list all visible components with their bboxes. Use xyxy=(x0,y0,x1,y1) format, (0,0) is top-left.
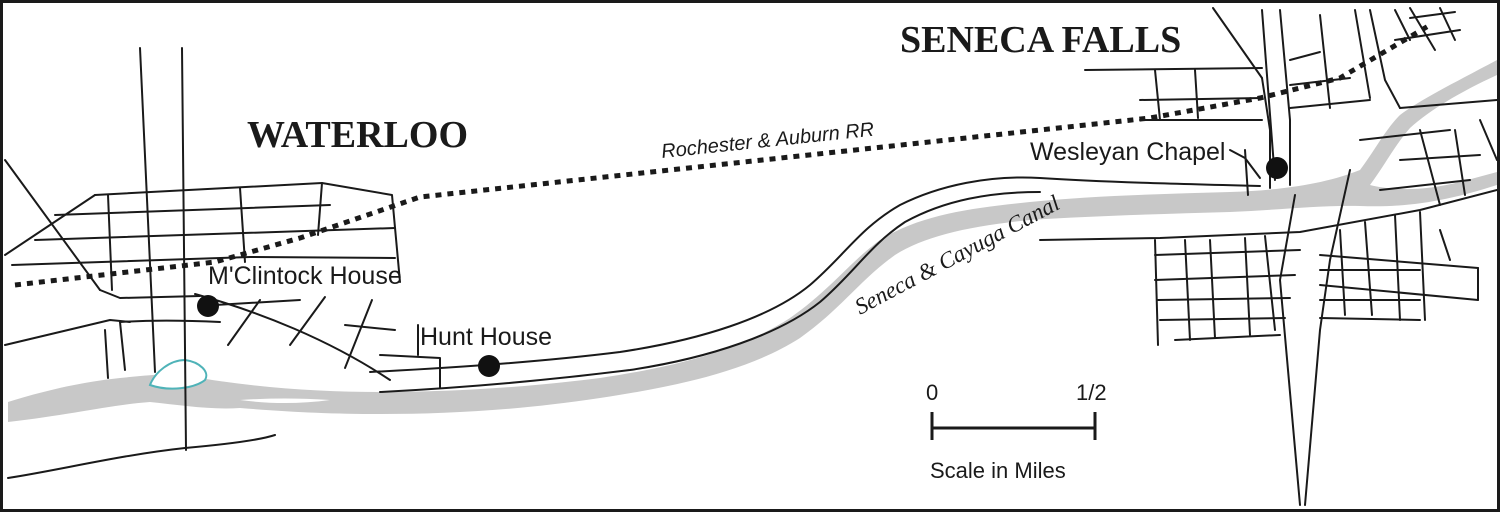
town-label-seneca-falls: SENECA FALLS xyxy=(900,19,1181,61)
waterloo-streets xyxy=(4,47,441,479)
canal-banks xyxy=(369,176,1261,393)
pond xyxy=(148,358,208,390)
scale-end-label: 1/2 xyxy=(1076,380,1107,405)
railroad-line xyxy=(14,22,1432,288)
town-label-waterloo: WATERLOO xyxy=(247,114,468,156)
hunt-house-marker[interactable] xyxy=(478,355,500,377)
scale-bar xyxy=(930,412,1097,440)
place-label-wesleyan-chapel: Wesleyan Chapel xyxy=(1030,138,1225,166)
seneca-falls-streets xyxy=(1039,7,1497,506)
scale-start-label: 0 xyxy=(926,380,938,405)
scale-caption: Scale in Miles xyxy=(930,458,1066,483)
place-label-hunt-house: Hunt House xyxy=(420,323,552,351)
river xyxy=(8,60,1497,422)
mclintock-house-marker[interactable] xyxy=(197,295,219,317)
place-label-mclintock-house: M'Clintock House xyxy=(208,262,402,290)
map-canvas: WATERLOO SENECA FALLS M'Clintock House H… xyxy=(4,7,1497,506)
railroad-label: Rochester & Auburn RR xyxy=(660,119,875,163)
wesleyan-chapel-marker[interactable] xyxy=(1266,157,1288,179)
